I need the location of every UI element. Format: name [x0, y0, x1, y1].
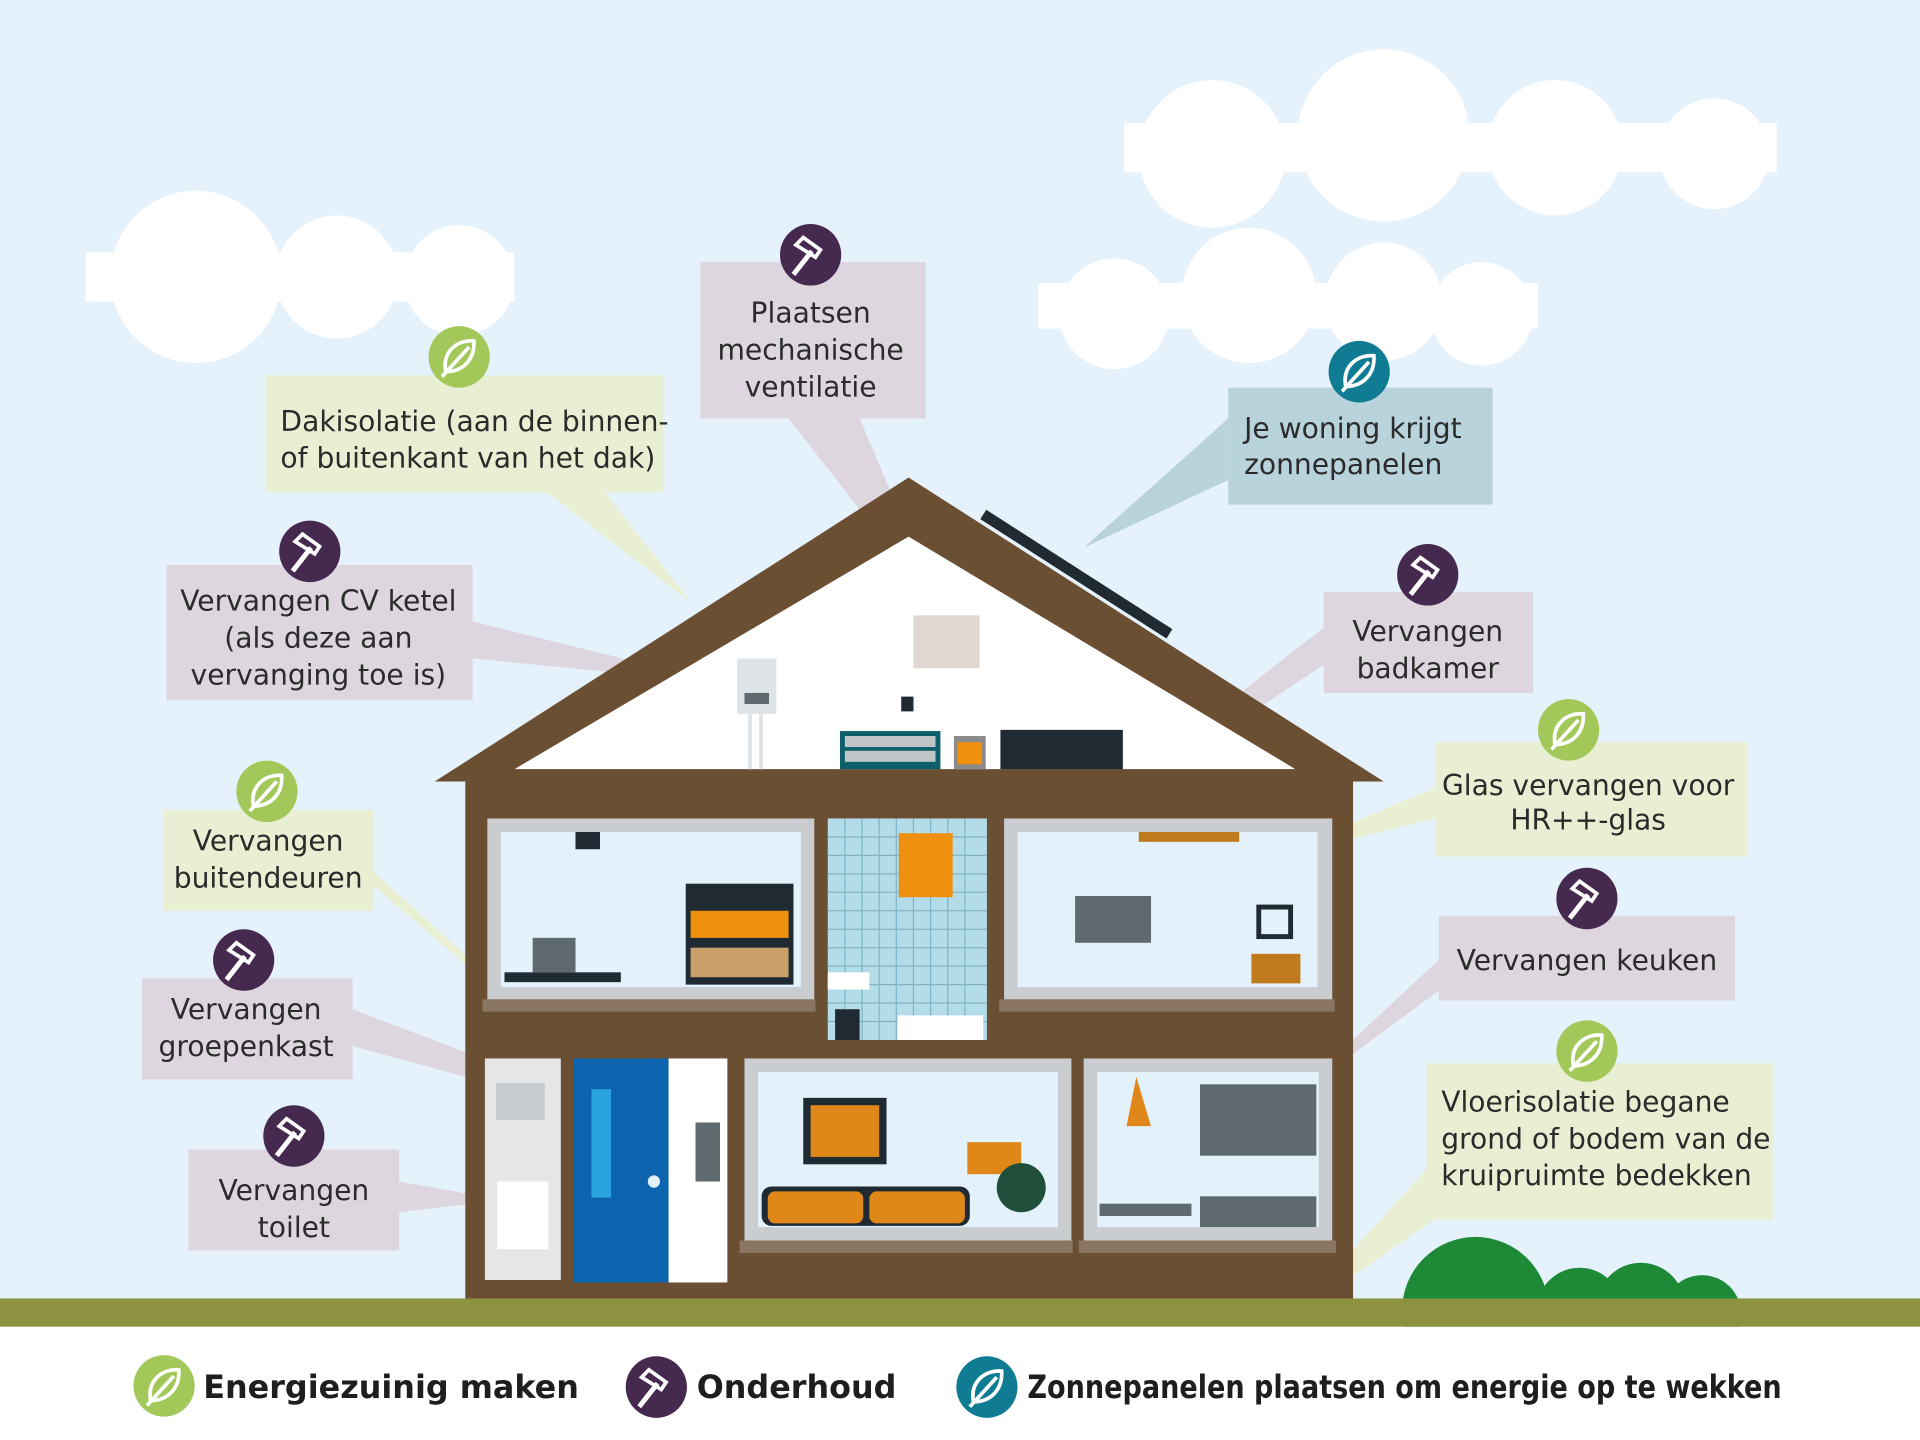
svg-text:Vervangen keuken: Vervangen keuken	[1457, 944, 1718, 977]
callout-keuken: Vervangen keuken	[1438, 867, 1736, 1001]
callout-dakisolatie: Dakisolatie (aan de binnen-of buitenkant…	[265, 326, 669, 493]
svg-text:Zonnepanelen plaatsen om energ: Zonnepanelen plaatsen om energie op te w…	[1027, 1368, 1781, 1406]
ground	[0, 1298, 1920, 1327]
cv-boiler	[737, 658, 777, 714]
legend-item-solar: Zonnepanelen plaatsen om energie op te w…	[956, 1356, 1782, 1418]
svg-text:Onderhoud: Onderhoud	[697, 1368, 897, 1406]
legend-item-energy: Energiezuinig maken	[133, 1355, 579, 1417]
ventilation-unit	[913, 615, 980, 669]
legend: Energiezuinig maken Onderhoud Zonnepanel…	[133, 1355, 1782, 1418]
svg-text:Dakisolatie (aan de binnen-of: Dakisolatie (aan de binnen-of buitenkant…	[280, 405, 668, 475]
solar-panel	[980, 509, 1173, 639]
svg-text:Energiezuinig maken: Energiezuinig maken	[203, 1368, 579, 1406]
front-door	[573, 1058, 669, 1283]
svg-text:Vervangen CV ketel(als deze aa: Vervangen CV ketel(als deze aanvervangin…	[180, 584, 456, 691]
clouds	[85, 49, 1777, 370]
house	[434, 477, 1384, 1301]
fuse-box	[695, 1122, 720, 1182]
legend-item-maintenance: Onderhoud	[625, 1356, 897, 1418]
